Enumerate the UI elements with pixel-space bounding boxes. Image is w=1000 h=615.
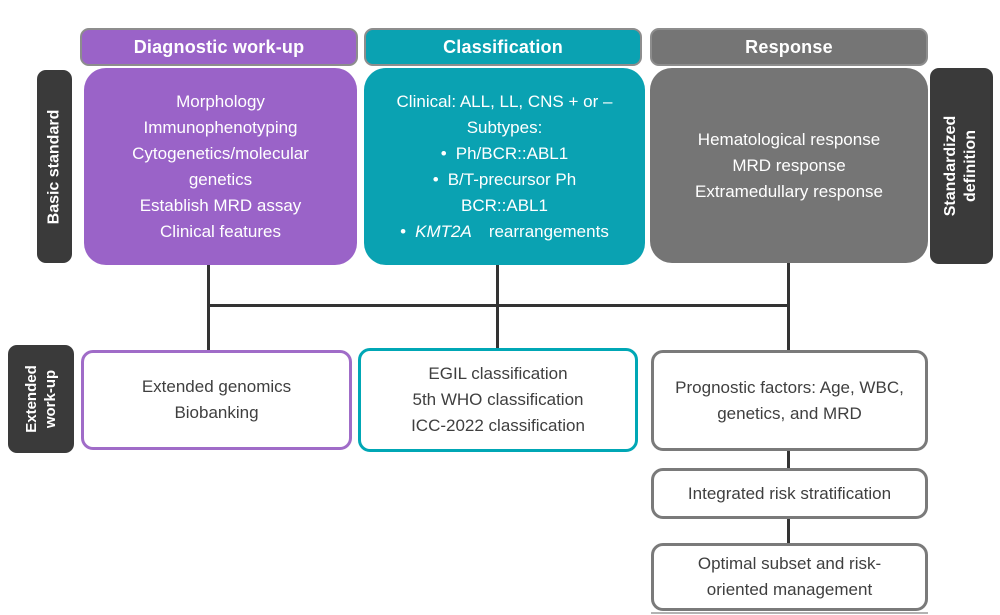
bullet-glyph: • — [432, 169, 439, 189]
kmt2a-gene-italic: KMT2A — [415, 221, 472, 241]
connector-integrated-to-optimal — [787, 518, 790, 544]
optimal-management-line: Optimal subset and risk- — [697, 554, 882, 573]
diagnostic-line: Establish MRD assay — [139, 195, 302, 215]
connector-prognostic-to-integrated — [787, 450, 790, 469]
extended-genomics-line: Extended genomics — [141, 377, 292, 396]
classification-bullet-ph: • Ph/BCR::ABL1 — [441, 141, 568, 167]
extended-genomics-line: Biobanking — [174, 403, 259, 422]
connector-vertical-response — [787, 263, 790, 353]
prognostic-factors-line: Prognostic factors: Age, WBC, — [675, 377, 904, 397]
diagnostic-line: Cytogenetics/molecular — [132, 143, 309, 163]
extended-genomics-box: Extended genomics Biobanking — [81, 350, 352, 450]
classification-bullet-bt-precursor-cont: BCR::ABL1 — [461, 195, 548, 215]
response-box: Hematological response MRD response Extr… — [650, 68, 928, 263]
connector-horizontal — [207, 304, 790, 307]
header-classification: Classification — [364, 28, 642, 66]
header-diagnostic-workup: Diagnostic work-up — [80, 28, 358, 66]
header-diagnostic-workup-label: Diagnostic work-up — [133, 36, 305, 57]
classification-clinical-line: Clinical: ALL, LL, CNS + or – — [396, 91, 613, 111]
optimal-management-line: oriented management — [706, 580, 873, 599]
standardized-definition-label-text: Standardized definition — [942, 115, 980, 217]
standardized-definition-label: Standardized definition — [930, 68, 993, 264]
classification-box: Clinical: ALL, LL, CNS + or – Subtypes: … — [364, 68, 645, 265]
classification-systems-line: EGIL classification — [428, 364, 568, 383]
prognostic-factors-line: genetics, and MRD — [717, 403, 862, 423]
extended-workup-label-text: Extended work-up — [23, 365, 60, 433]
diagnostic-line: Clinical features — [160, 221, 281, 241]
classification-bullet-bt-precursor: • B/T-precursor Ph — [433, 167, 576, 193]
optimal-management-box: Optimal subset and risk- oriented manage… — [651, 543, 928, 611]
basic-standard-label: Basic standard — [37, 70, 72, 263]
connector-vertical-diagnostic — [207, 265, 210, 353]
basic-standard-label-text: Basic standard — [45, 109, 63, 224]
integrated-risk-line: Integrated risk stratification — [687, 483, 892, 503]
prognostic-factors-box: Prognostic factors: Age, WBC, genetics, … — [651, 350, 928, 451]
classification-systems-box: EGIL classification 5th WHO classificati… — [358, 348, 638, 452]
header-classification-label: Classification — [443, 36, 563, 57]
extended-workup-label: Extended work-up — [8, 345, 74, 453]
cropped-next-box-edge — [651, 612, 928, 614]
bullet-glyph: • — [440, 143, 447, 163]
diagnostic-workup-box: Morphology Immunophenotyping Cytogenetic… — [84, 68, 357, 265]
response-line: MRD response — [732, 155, 846, 175]
diagnostic-line: genetics — [188, 169, 253, 189]
classification-systems-line: ICC-2022 classification — [411, 416, 585, 435]
classification-systems-line: 5th WHO classification — [412, 390, 584, 409]
integrated-risk-box: Integrated risk stratification — [651, 468, 928, 519]
header-response: Response — [650, 28, 928, 66]
classification-subtypes-label: Subtypes: — [466, 117, 543, 137]
header-response-label: Response — [745, 36, 833, 57]
diagnostic-line: Immunophenotyping — [143, 117, 298, 137]
response-line: Hematological response — [697, 129, 881, 149]
response-line: Extramedullary response — [694, 181, 884, 201]
bullet-glyph: • — [400, 221, 407, 241]
diagnostic-line: Morphology — [176, 91, 265, 111]
connector-vertical-classification — [496, 265, 499, 351]
